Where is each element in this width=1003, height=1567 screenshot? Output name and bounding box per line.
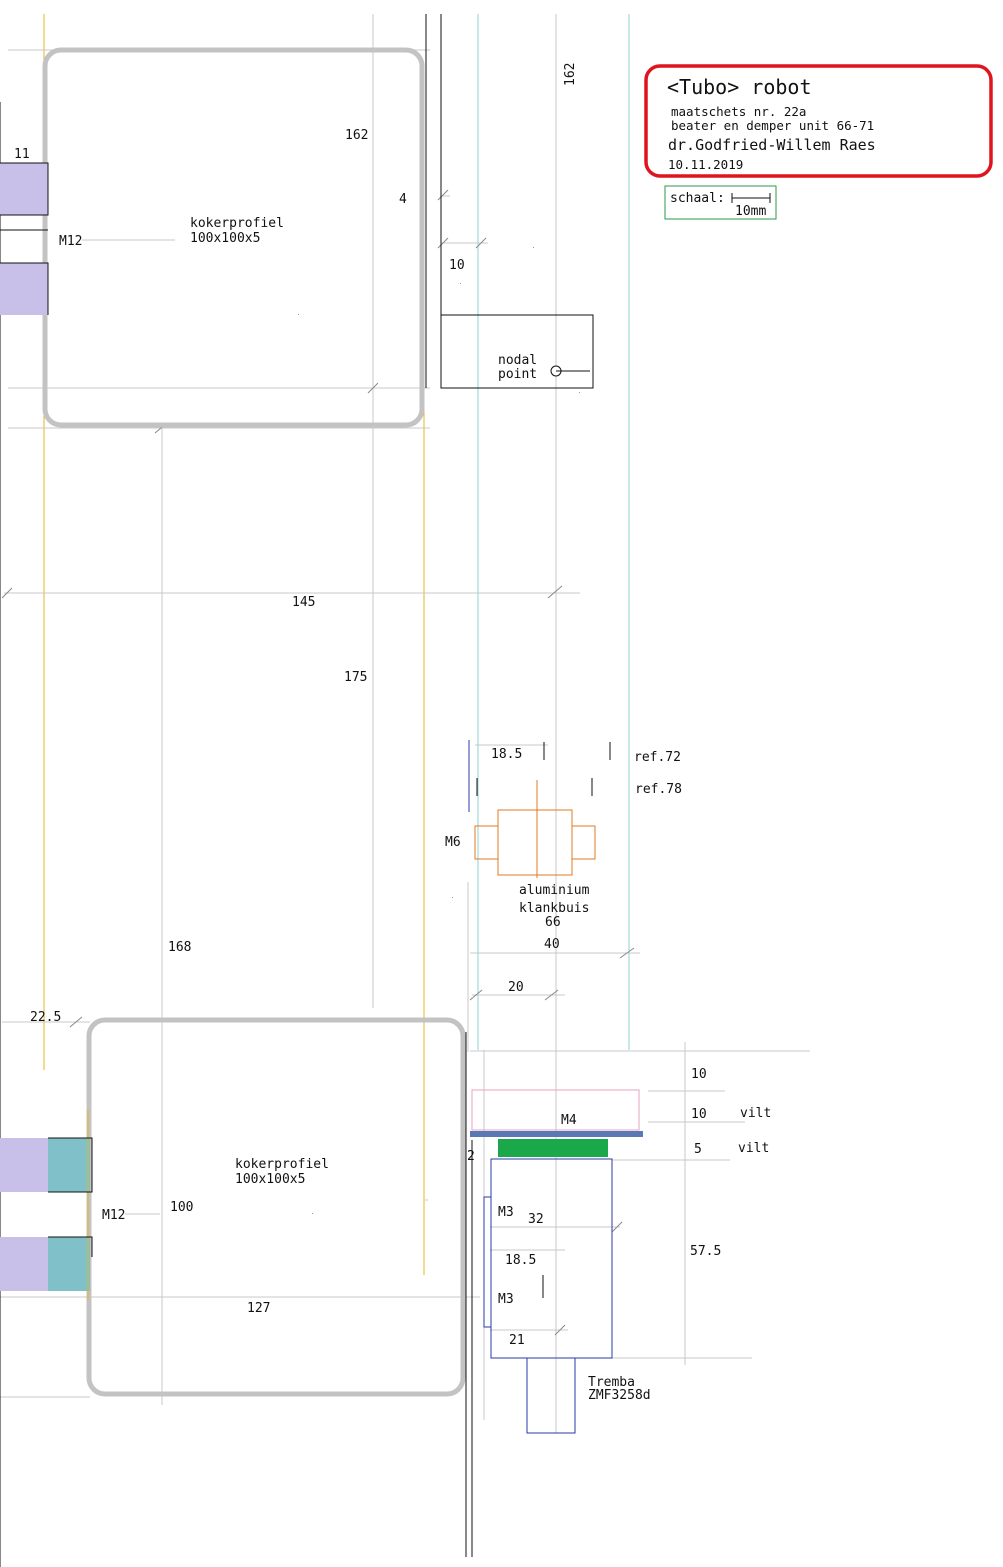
dim-145: 145: [292, 595, 315, 610]
label-profile-bottom-1: kokerprofiel: [235, 1157, 329, 1172]
dim-10-c: 10: [691, 1107, 707, 1122]
label-m4: M4: [561, 1113, 577, 1128]
label-profile-top-2: 100x100x5: [190, 231, 260, 246]
dim-175: 175: [344, 670, 367, 685]
label-m12-top: M12: [59, 234, 82, 249]
dim-22-5: 22.5: [30, 1010, 61, 1025]
square-tube-top: [42, 47, 425, 428]
guide-lines: [0, 14, 810, 1433]
title-date: 10.11.2019: [668, 157, 743, 172]
dim-100: 100: [170, 1200, 193, 1215]
label-m3-top: M3: [498, 1205, 514, 1220]
dim-10-b: 10: [691, 1067, 707, 1082]
dim-10-a: 10: [449, 258, 465, 273]
m12-bolt-top: [0, 162, 49, 315]
dim-32: 32: [528, 1212, 544, 1227]
label-ref78: ref.78: [635, 782, 682, 797]
dim-2: 2: [467, 1149, 475, 1164]
title-block-frame: [644, 64, 993, 178]
label-vilt-2: vilt: [738, 1141, 769, 1156]
label-ref72: ref.72: [634, 750, 681, 765]
label-vilt-1: vilt: [740, 1106, 771, 1121]
label-profile-bottom-2: 100x100x5: [235, 1172, 305, 1187]
dimension-ticks: [1, 189, 635, 1336]
mounting-plate: [470, 1131, 643, 1137]
dim-127: 127: [247, 1301, 270, 1316]
scale-box-frame: [664, 185, 777, 220]
felt-pad-top: [471, 1089, 640, 1131]
label-profile-top-1: kokerprofiel: [190, 216, 284, 231]
dim-11: 11: [14, 147, 30, 162]
label-alu-1: aluminium: [519, 883, 590, 898]
square-tube-bottom: [86, 1017, 466, 1397]
label-alu-3: 66: [545, 915, 561, 930]
label-m12-bottom: M12: [102, 1208, 125, 1223]
tremba-motor: [483, 1158, 613, 1434]
dim-162-b: 162: [563, 63, 578, 86]
dim-5: 5: [694, 1142, 702, 1157]
title-description: beater en demper unit 66-71: [671, 118, 874, 133]
dim-21: 21: [509, 1333, 525, 1348]
dim-18-5-a: 18.5: [491, 747, 522, 762]
label-alu-2: klankbuis: [519, 901, 589, 916]
label-nodal-1: nodal: [498, 353, 537, 368]
aluminium-beater: [474, 780, 596, 878]
title-robot: <Tubo> robot: [667, 75, 812, 99]
dim-162-a: 162: [345, 128, 368, 143]
title-sketch-number: maatschets nr. 22a: [671, 104, 806, 119]
scale-unit: 10mm: [735, 204, 766, 219]
label-m6: M6: [445, 835, 461, 850]
dim-20: 20: [508, 980, 524, 995]
ref-ticks: [476, 742, 611, 796]
dim-57-5: 57.5: [690, 1244, 721, 1259]
nodal-bracket: [440, 314, 594, 389]
label-motor-2: ZMF3258d: [588, 1388, 651, 1403]
label-m3-bottom: M3: [498, 1292, 514, 1307]
dim-18-5-b: 18.5: [505, 1253, 536, 1268]
dim-4: 4: [399, 192, 407, 207]
label-motor-1: Tremba: [588, 1375, 635, 1390]
dim-40: 40: [544, 937, 560, 952]
felt-pad-green: [498, 1139, 608, 1157]
dim-168: 168: [168, 940, 191, 955]
m12-bolt-bottom: [0, 1110, 93, 1300]
construction-dots: [298, 247, 580, 1214]
scale-label: schaal:: [670, 191, 725, 206]
title-author: dr.Godfried-Willem Raes: [668, 136, 876, 154]
label-nodal-2: point: [498, 367, 537, 382]
